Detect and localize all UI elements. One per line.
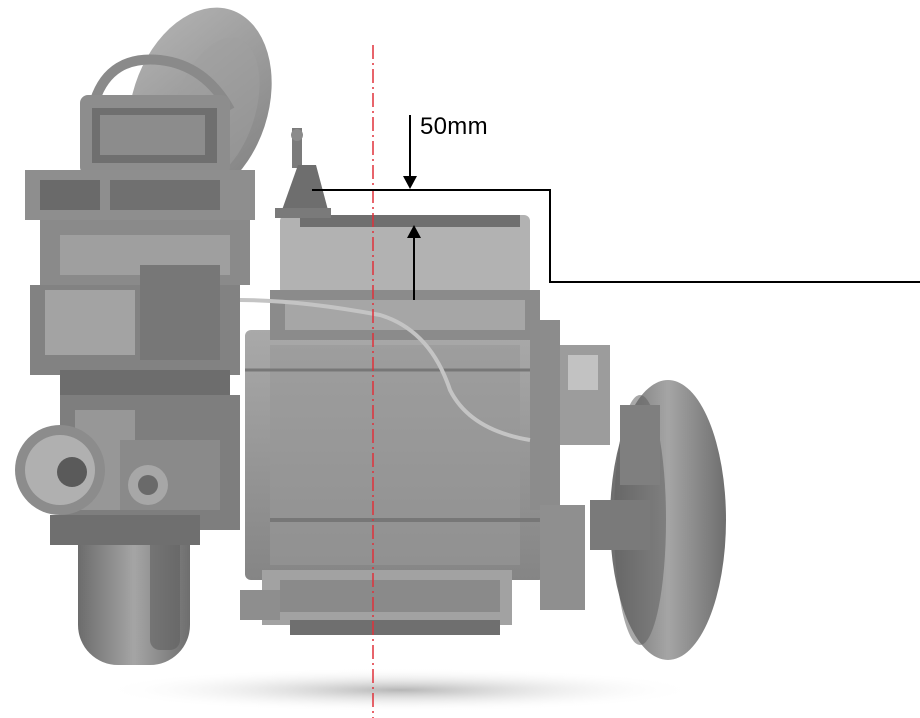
dimension-label: 50mm (420, 113, 488, 140)
left-frame (25, 170, 255, 400)
joystick-knob (275, 128, 331, 218)
central-tank (245, 330, 545, 580)
leader-line (312, 189, 920, 283)
upper-left-housing (80, 95, 230, 175)
lower-left-machinery (50, 395, 240, 545)
top-radiator (270, 215, 540, 340)
hose (239, 298, 531, 442)
dimension-arrow-down (403, 115, 417, 189)
right-side-components (530, 320, 660, 610)
dimension-arrow-up (407, 225, 421, 300)
left-drum (15, 425, 105, 515)
bottom-cooler (240, 570, 512, 635)
ground-shadow (100, 668, 700, 712)
